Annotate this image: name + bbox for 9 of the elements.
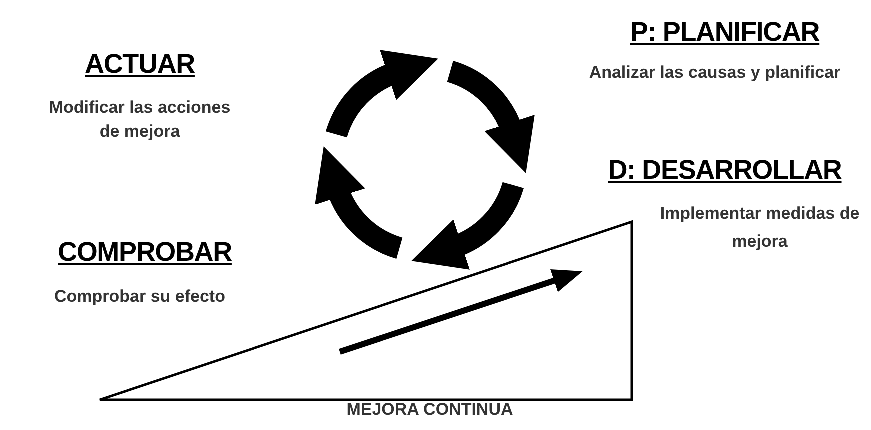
stage-heading: P: PLANIFICAR: [629, 16, 821, 49]
stage-heading: D: DESARROLLAR: [607, 154, 843, 187]
stage-heading: ACTUAR: [84, 48, 196, 81]
stage-description: Implementar medidas de mejora: [659, 203, 861, 253]
stage-description: Modificar las acciones de mejora: [48, 97, 232, 143]
stage-description: Analizar las causas y planificar: [588, 62, 842, 84]
stage-heading: COMPROBAR: [57, 236, 233, 269]
stage-description: Comprobar su efecto: [54, 286, 226, 308]
axis-caption: MEJORA CONTINUA: [346, 399, 514, 421]
